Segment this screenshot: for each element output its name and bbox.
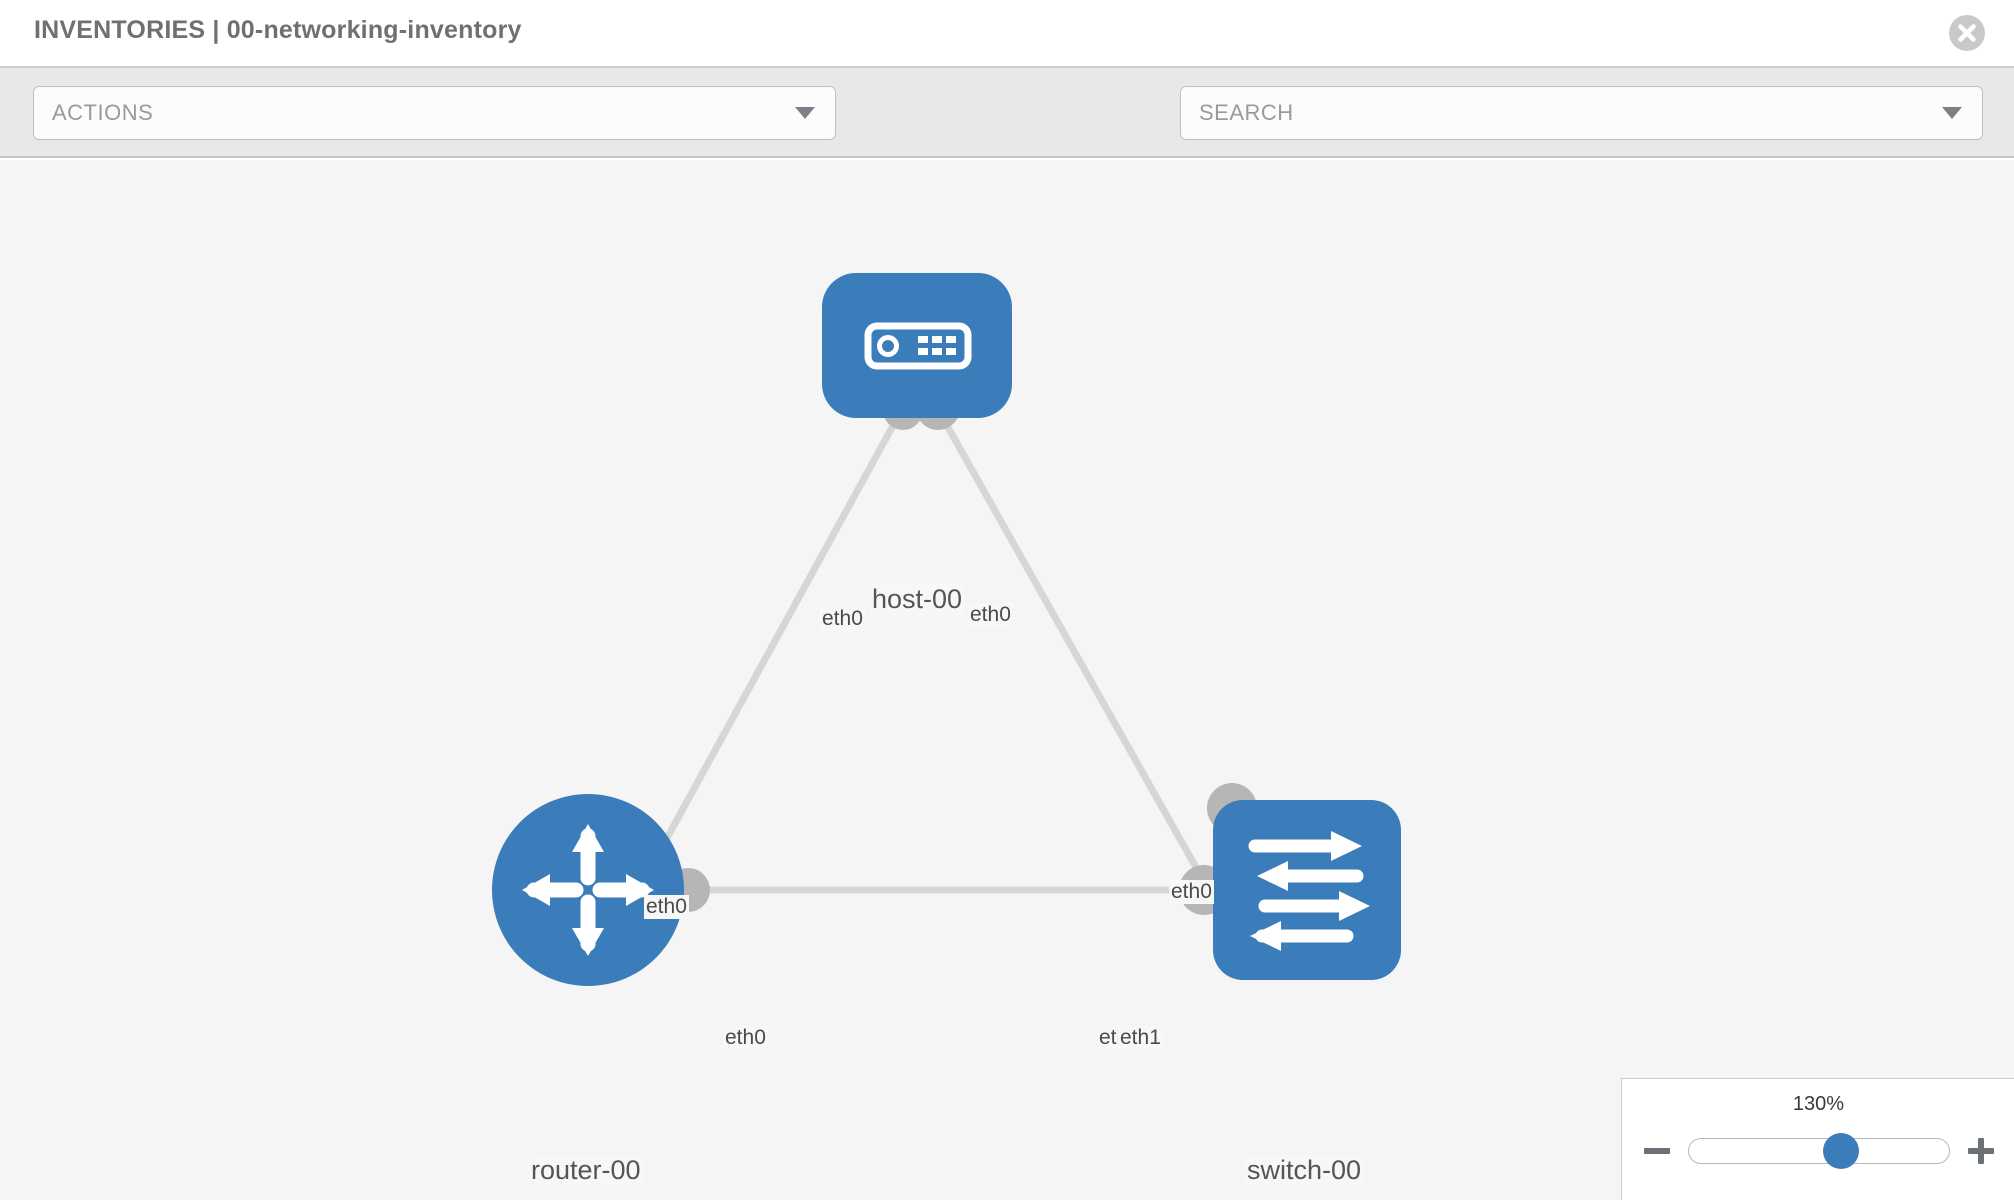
- search-placeholder: SEARCH: [1199, 100, 1294, 125]
- close-icon[interactable]: [1948, 14, 1986, 52]
- iface-label-router-switch: eth0: [723, 1026, 768, 1050]
- page-title: INVENTORIES | 00-networking-inventory: [34, 16, 522, 44]
- iface-label-router-host: eth0: [644, 895, 689, 919]
- iface-label-switch-router-eth1: eth1: [1118, 1026, 1163, 1050]
- topology-graph: [492, 273, 1401, 986]
- topology-canvas[interactable]: host-00 router-00 switch-00 eth0 eth0 et…: [0, 160, 2014, 1200]
- iface-label-switch-host: eth0: [1169, 880, 1214, 904]
- topology-connectors: [666, 386, 1257, 915]
- node-host-00[interactable]: [822, 273, 1012, 418]
- chevron-down-icon: [795, 107, 815, 119]
- iface-label-host-switch: eth0: [968, 603, 1013, 627]
- node-label-host-00: host-00: [870, 584, 965, 615]
- node-router-00[interactable]: [492, 794, 684, 986]
- topology-links: [606, 420, 1242, 944]
- actions-dropdown-label: ACTIONS: [52, 100, 154, 125]
- node-switch-00[interactable]: [1213, 800, 1401, 980]
- zoom-slider-track[interactable]: [1687, 1133, 1950, 1169]
- page-header: INVENTORIES | 00-networking-inventory: [0, 0, 2014, 68]
- zoom-slider-row: [1622, 1129, 2014, 1173]
- chevron-down-icon: [1942, 107, 1962, 119]
- link-host00-switch00: [941, 420, 1242, 944]
- search-field[interactable]: SEARCH: [1180, 86, 1983, 140]
- node-label-switch-00: switch-00: [1245, 1155, 1364, 1186]
- zoom-control-panel: 130%: [1621, 1078, 2014, 1200]
- node-label-router-00: router-00: [529, 1155, 643, 1186]
- zoom-out-button[interactable]: [1640, 1134, 1674, 1168]
- actions-dropdown[interactable]: ACTIONS: [33, 86, 836, 140]
- zoom-slider-thumb[interactable]: [1822, 1133, 1859, 1169]
- zoom-in-button[interactable]: [1964, 1134, 1998, 1168]
- toolbar: ACTIONS SEARCH: [0, 68, 2014, 199]
- zoom-level-value: 130%: [1792, 1093, 1845, 1115]
- iface-label-host-router: eth0: [820, 607, 865, 631]
